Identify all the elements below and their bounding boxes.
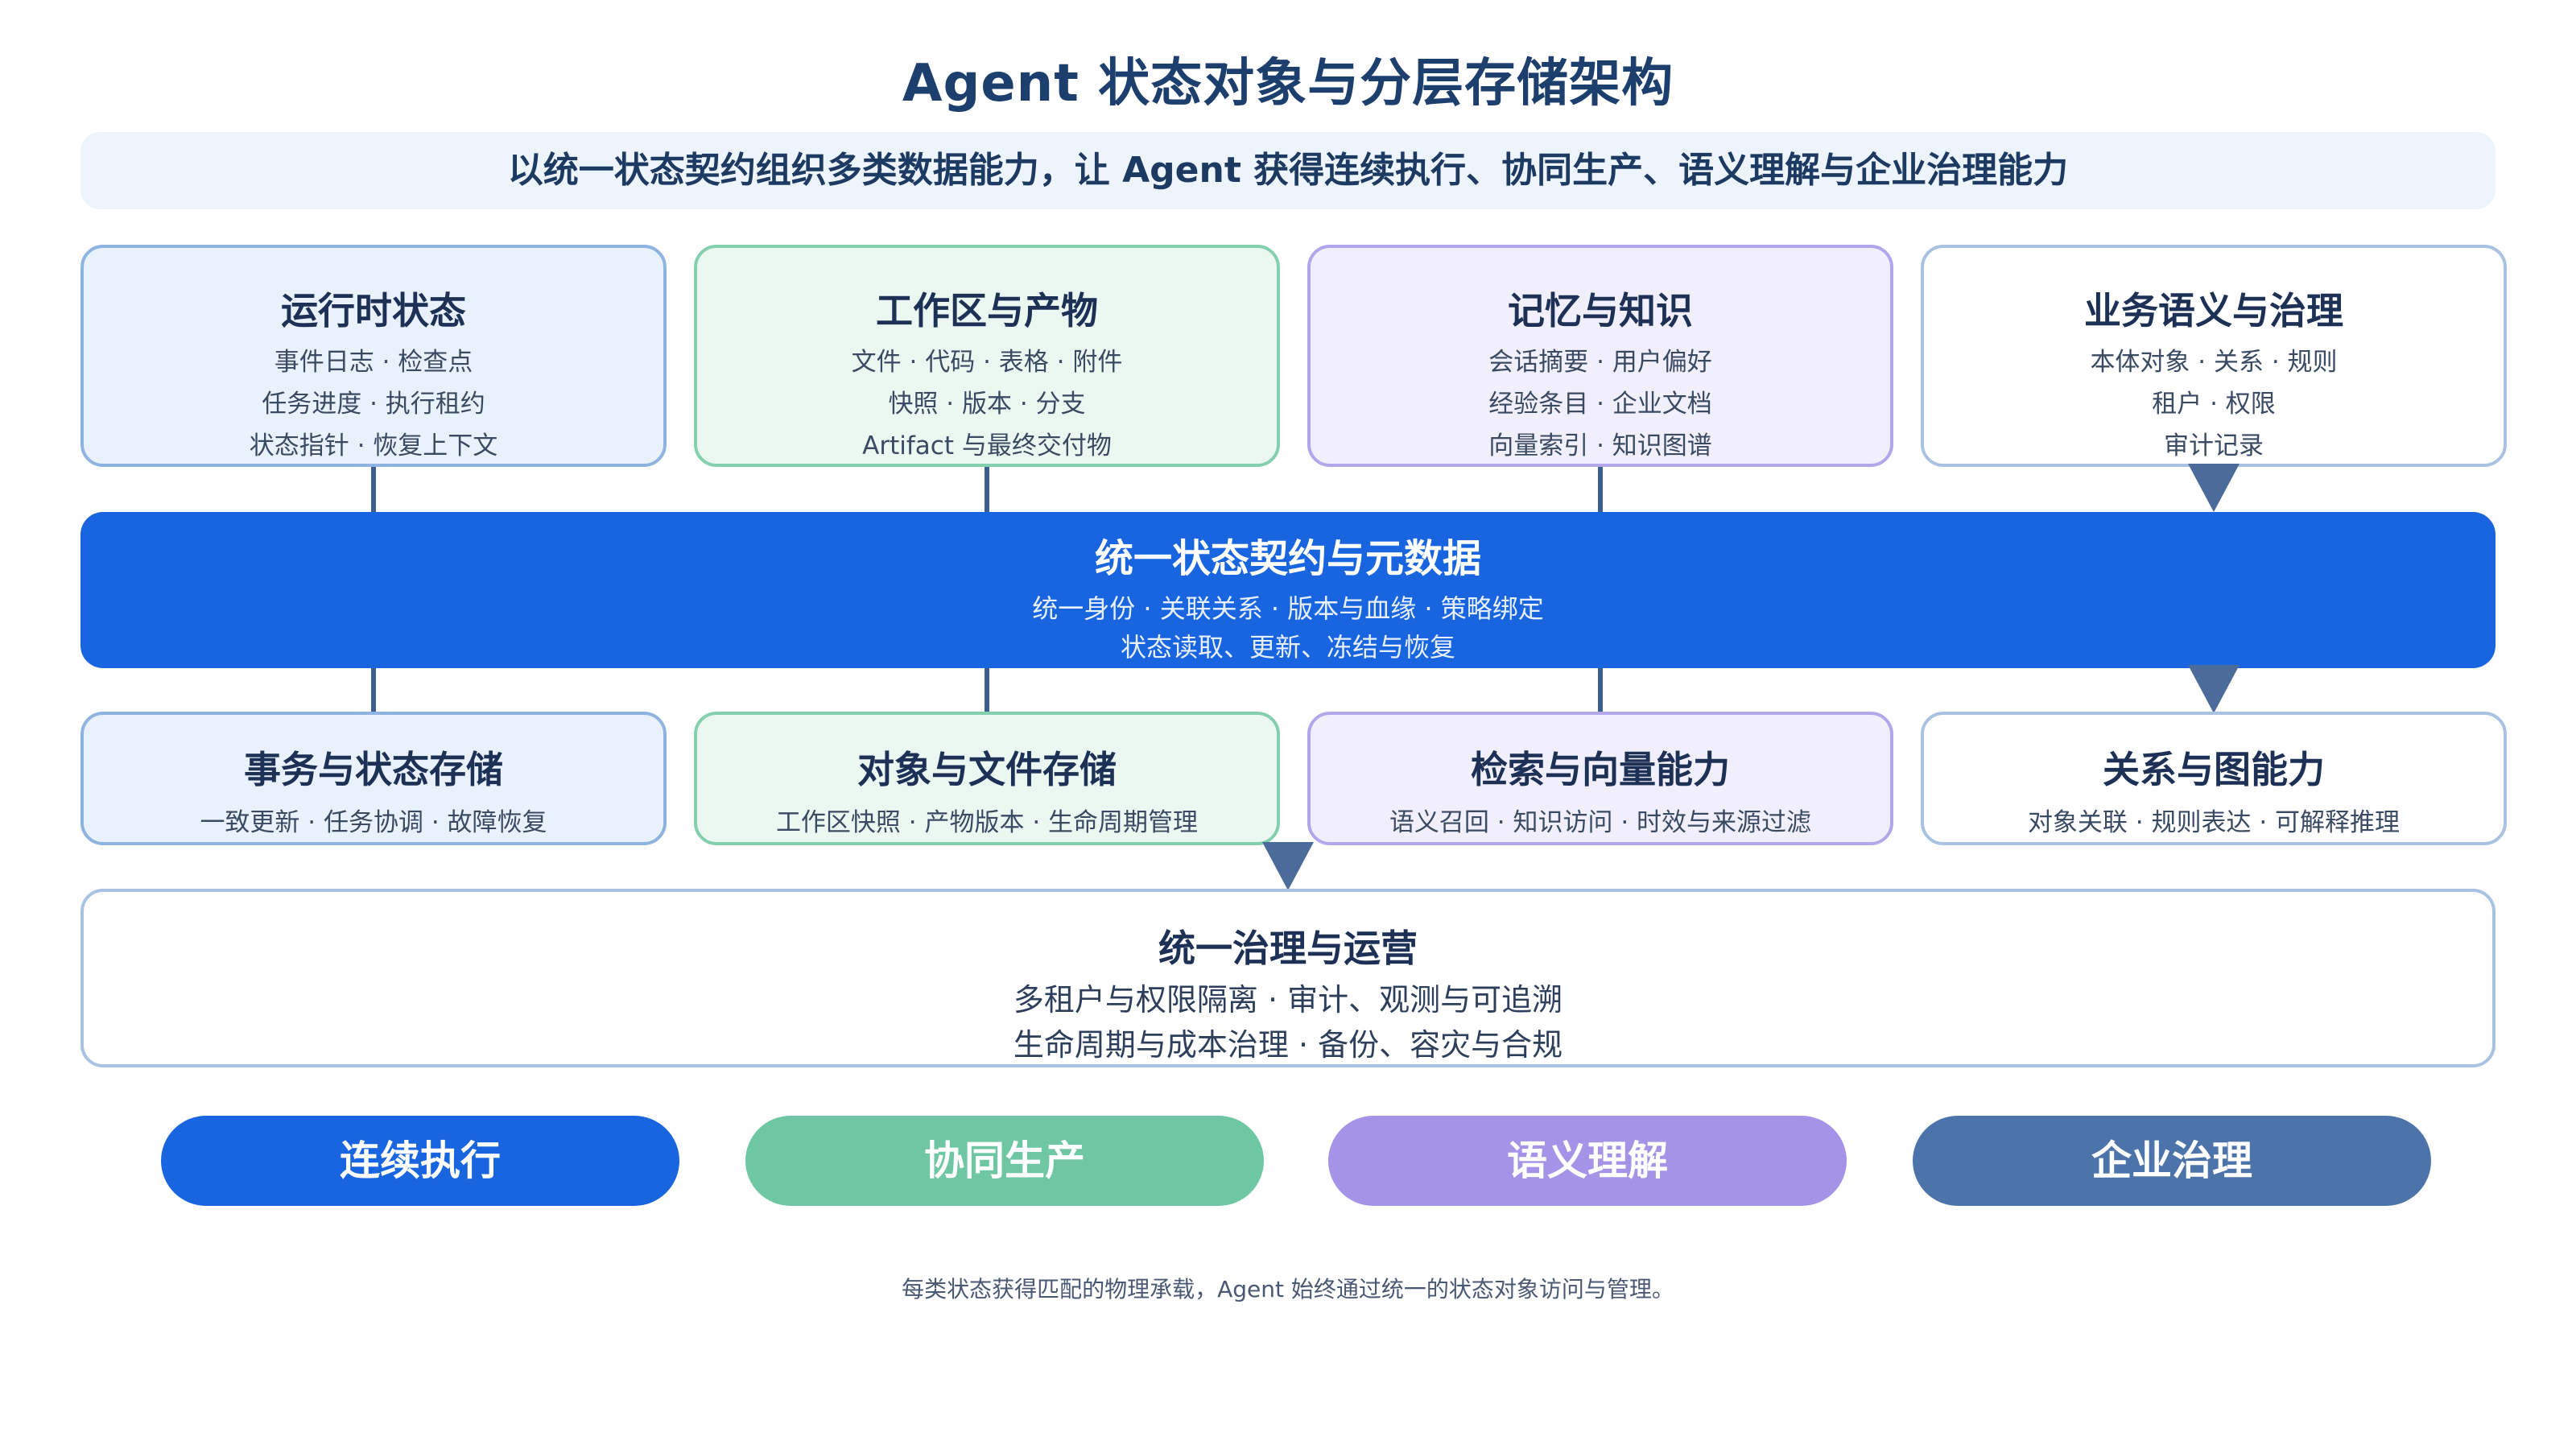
card-title: 工作区与产物 (876, 289, 1098, 332)
card-title: 检索与向量能力 (1471, 748, 1730, 791)
card-line: Artifact 与最终交付物 (862, 431, 1112, 460)
card-line: 一致更新 · 任务协调 · 故障恢复 (200, 808, 547, 837)
band-line: 状态读取、更新、冻结与恢复 (1120, 632, 1455, 663)
card-line: 事件日志 · 检查点 (274, 348, 473, 377)
arrow-down-icon (1262, 842, 1314, 890)
connector-line (985, 668, 989, 712)
connector-line (1598, 467, 1603, 512)
outcome-pill-collaborative-production: 协同生产 (745, 1116, 1264, 1206)
card-line: 经验条目 · 企业文档 (1488, 390, 1712, 419)
card-line: 任务进度 · 执行租约 (262, 390, 485, 419)
page-title: Agent 状态对象与分层存储架构 (902, 54, 1674, 114)
card-title: 对象与文件存储 (857, 748, 1117, 791)
governance-line: 生命周期与成本治理 · 备份、容灾与合规 (1013, 1027, 1563, 1063)
card-line: 向量索引 · 知识图谱 (1488, 431, 1712, 460)
card-line: 对象关联 · 规则表达 · 可解释推理 (2027, 808, 2401, 837)
card-memory-knowledge: 记忆与知识 会话摘要 · 用户偏好 经验条目 · 企业文档 向量索引 · 知识图… (1307, 245, 1893, 467)
band-title: 统一状态契约与元数据 (1094, 536, 1481, 581)
card-line: 状态指针 · 恢复上下文 (249, 431, 498, 460)
card-business-semantics: 业务语义与治理 本体对象 · 关系 · 规则 租户 · 权限 审计记录 (1921, 245, 2507, 467)
card-line: 本体对象 · 关系 · 规则 (2090, 348, 2338, 377)
governance-panel: 统一治理与运营 多租户与权限隔离 · 审计、观测与可追溯 生命周期与成本治理 ·… (80, 889, 2496, 1067)
arrow-down-icon (2188, 464, 2240, 512)
connector-line (371, 668, 376, 712)
subtitle-banner: 以统一状态契约组织多类数据能力，让 Agent 获得连续执行、协同生产、语义理解… (80, 132, 2496, 209)
connector-line (1598, 668, 1603, 712)
card-title: 运行时状态 (281, 289, 466, 332)
card-title: 关系与图能力 (2103, 748, 2325, 791)
card-retrieval-vector: 检索与向量能力 语义召回 · 知识访问 · 时效与来源过滤 (1307, 712, 1893, 845)
unified-contract-band: 统一状态契约与元数据 统一身份 · 关联关系 · 版本与血缘 · 策略绑定 状态… (80, 512, 2496, 668)
governance-line: 多租户与权限隔离 · 审计、观测与可追溯 (1013, 982, 1563, 1018)
outcome-pill-continuous-execution: 连续执行 (161, 1116, 679, 1206)
outcome-pill-semantic-understanding: 语义理解 (1328, 1116, 1847, 1206)
card-runtime-state: 运行时状态 事件日志 · 检查点 任务进度 · 执行租约 状态指针 · 恢复上下… (80, 245, 667, 467)
card-line: 会话摘要 · 用户偏好 (1488, 348, 1712, 377)
card-title: 记忆与知识 (1508, 289, 1693, 332)
card-object-file-storage: 对象与文件存储 工作区快照 · 产物版本 · 生命周期管理 (694, 712, 1280, 845)
card-line: 租户 · 权限 (2152, 390, 2276, 419)
card-line: 语义召回 · 知识访问 · 时效与来源过滤 (1389, 808, 1812, 837)
card-title: 事务与状态存储 (244, 748, 503, 791)
card-line: 快照 · 版本 · 分支 (888, 390, 1086, 419)
connector-line (371, 467, 376, 512)
outcome-pill-enterprise-governance: 企业治理 (1913, 1116, 2431, 1206)
arrow-down-icon (2188, 665, 2240, 713)
card-relation-graph: 关系与图能力 对象关联 · 规则表达 · 可解释推理 (1921, 712, 2507, 845)
card-title: 业务语义与治理 (2084, 289, 2343, 332)
card-workspace-artifacts: 工作区与产物 文件 · 代码 · 表格 · 附件 快照 · 版本 · 分支 Ar… (694, 245, 1280, 467)
card-transaction-storage: 事务与状态存储 一致更新 · 任务协调 · 故障恢复 (80, 712, 667, 845)
band-line: 统一身份 · 关联关系 · 版本与血缘 · 策略绑定 (1032, 593, 1544, 624)
governance-title: 统一治理与运营 (1158, 927, 1418, 970)
card-line: 文件 · 代码 · 表格 · 附件 (851, 348, 1123, 377)
footer-note: 每类状态获得匹配的物理承载，Agent 始终通过统一的状态对象访问与管理。 (902, 1276, 1674, 1302)
card-line: 工作区快照 · 产物版本 · 生命周期管理 (775, 808, 1199, 837)
card-line: 审计记录 (2164, 431, 2264, 460)
connector-line (985, 467, 989, 512)
